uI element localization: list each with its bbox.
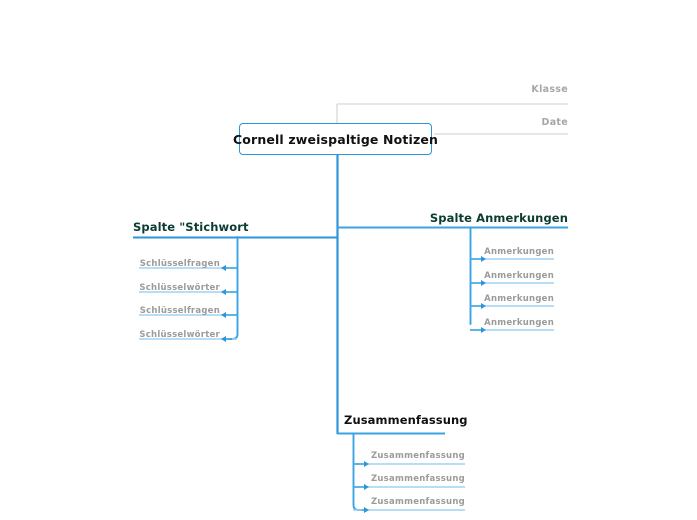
leaf-stichwort-1[interactable]: Schlüsselwörter <box>139 283 220 293</box>
anmerkungen-item-arrow-3 <box>481 327 486 333</box>
stichwort-item-arrow-2 <box>221 312 226 318</box>
stichwort-child-spine <box>227 236 239 340</box>
leaf-anmerkungen-2[interactable]: Anmerkungen <box>484 294 554 304</box>
leaf-zusammenfassung-1[interactable]: Zusammenfassung <box>370 474 465 484</box>
meta-label-klasse[interactable]: Klasse <box>531 84 568 95</box>
anmerkungen-item-arrow-0 <box>481 256 486 262</box>
stichwort-item-arrow-0 <box>221 265 226 271</box>
leaf-stichwort-0[interactable]: Schlüsselfragen <box>139 259 220 269</box>
branch-heading-stichwort[interactable]: Spalte "Stichwort <box>133 220 249 234</box>
stichwort-item-arrow-3 <box>221 336 226 342</box>
zusammenfassung-item-arrow-2 <box>364 507 369 513</box>
zusammenfassung-item-arrow-0 <box>364 461 369 467</box>
leaf-anmerkungen-1[interactable]: Anmerkungen <box>484 271 554 281</box>
stichwort-item-arrow-1 <box>221 289 226 295</box>
root-node-label: Cornell zweispaltige Notizen <box>232 131 439 147</box>
zusammenfassung-item-arrow-1 <box>364 484 369 490</box>
leaf-zusammenfassung-0[interactable]: Zusammenfassung <box>370 451 465 461</box>
leaf-anmerkungen-3[interactable]: Anmerkungen <box>484 318 554 328</box>
branch-heading-anmerkungen[interactable]: Spalte Anmerkungen <box>429 211 568 225</box>
leaf-stichwort-2[interactable]: Schlüsselfragen <box>139 306 220 316</box>
anmerkungen-item-arrow-2 <box>481 303 486 309</box>
anmerkungen-item-arrow-1 <box>481 280 486 286</box>
branch-heading-zusammenfassung[interactable]: Zusammenfassung <box>344 413 468 427</box>
leaf-stichwort-3[interactable]: Schlüsselwörter <box>139 330 220 340</box>
leaf-zusammenfassung-2[interactable]: Zusammenfassung <box>370 497 465 507</box>
root-node[interactable]: Cornell zweispaltige Notizen <box>233 123 438 155</box>
leaf-anmerkungen-0[interactable]: Anmerkungen <box>484 247 554 257</box>
meta-label-date[interactable]: Date <box>541 117 568 128</box>
